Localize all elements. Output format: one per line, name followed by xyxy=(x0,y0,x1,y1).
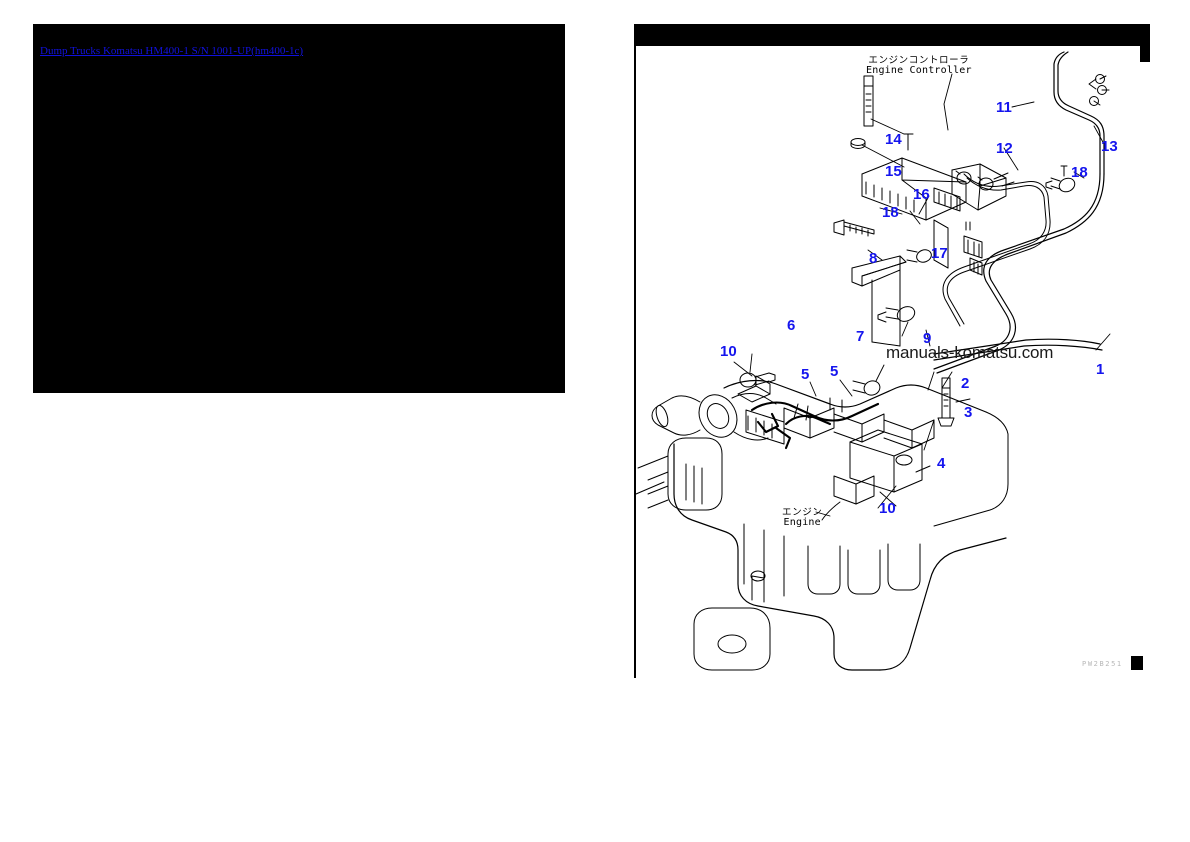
code-blot xyxy=(1131,656,1143,670)
callout-11[interactable]: 11 xyxy=(996,99,1012,116)
engine-label: エンジン Engine xyxy=(782,507,823,529)
callout-5a[interactable]: 5 xyxy=(801,366,810,383)
callout-12[interactable]: 12 xyxy=(996,140,1013,157)
callout-16[interactable]: 16 xyxy=(913,186,930,203)
callout-9[interactable]: 9 xyxy=(923,330,932,347)
callout-7[interactable]: 7 xyxy=(856,328,865,345)
parts-diagram-panel: エンジンコントローラ Engine Controller エンジン Engine… xyxy=(634,24,1150,680)
engine-controller-label: エンジンコントローラ Engine Controller xyxy=(866,55,972,77)
callout-17[interactable]: 17 xyxy=(931,245,948,262)
callout-4[interactable]: 4 xyxy=(937,455,946,472)
engine-controller-label-jp: エンジンコントローラ xyxy=(868,55,970,66)
callout-10a[interactable]: 10 xyxy=(720,343,737,360)
callout-3[interactable]: 3 xyxy=(964,404,973,421)
part-code-text: PW2B251 xyxy=(1082,660,1123,668)
diagram-right-bar xyxy=(1140,24,1150,62)
callout-18a[interactable]: 18 xyxy=(882,204,899,221)
engine-label-en: Engine xyxy=(783,517,821,529)
callout-2[interactable]: 2 xyxy=(961,375,970,392)
watermark-text: manuals-komatsu.com xyxy=(886,343,1054,362)
callout-18b[interactable]: 18 xyxy=(1071,164,1088,181)
callout-8[interactable]: 8 xyxy=(869,250,878,267)
engine-controller-label-en: Engine Controller xyxy=(866,65,972,77)
callout-6[interactable]: 6 xyxy=(787,317,796,334)
image-placeholder-panel: Dump Trucks Komatsu HM400-1 S/N 1001-UP(… xyxy=(33,24,565,393)
callout-1[interactable]: 1 xyxy=(1096,361,1105,378)
diagram-left-rule xyxy=(634,46,636,678)
engine-label-jp: エンジン xyxy=(782,507,823,518)
callout-13[interactable]: 13 xyxy=(1101,138,1118,155)
catalog-title-link[interactable]: Dump Trucks Komatsu HM400-1 S/N 1001-UP(… xyxy=(40,45,304,57)
callout-15[interactable]: 15 xyxy=(885,163,902,180)
callout-10b[interactable]: 10 xyxy=(879,500,896,517)
callout-5b[interactable]: 5 xyxy=(830,363,839,380)
diagram-illustration xyxy=(634,24,1150,680)
callout-14[interactable]: 14 xyxy=(885,131,902,148)
diagram-top-bar xyxy=(634,24,1145,46)
